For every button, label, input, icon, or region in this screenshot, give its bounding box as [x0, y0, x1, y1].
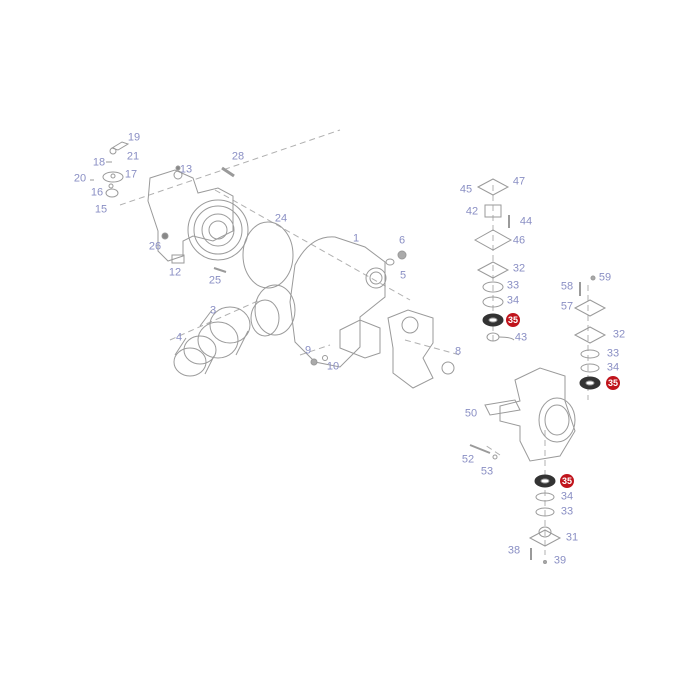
plug-9 [310, 358, 318, 366]
callout-26[interactable]: 26 [148, 240, 162, 253]
lower-kingpin-stack [528, 474, 562, 564]
callout-57[interactable]: 57 [560, 300, 574, 313]
callout-4[interactable]: 4 [175, 331, 183, 344]
callout-28[interactable]: 28 [231, 150, 245, 163]
callout-34-lower[interactable]: 34 [560, 490, 574, 503]
callout-13[interactable]: 13 [179, 163, 193, 176]
callout-33-upper[interactable]: 33 [506, 279, 520, 292]
bolt-52 [469, 444, 491, 454]
upper-kingpin-stack [473, 178, 515, 342]
oring-10 [322, 355, 328, 361]
axle-housing-left [147, 169, 249, 264]
highlight-badge-35-lower[interactable]: 35 [560, 474, 574, 488]
callout-34-right[interactable]: 34 [606, 361, 620, 374]
callout-20[interactable]: 20 [73, 172, 87, 185]
callout-19[interactable]: 19 [127, 131, 141, 144]
callout-1[interactable]: 1 [352, 232, 360, 245]
callout-9[interactable]: 9 [304, 344, 312, 357]
callout-42[interactable]: 42 [465, 205, 479, 218]
callout-38[interactable]: 38 [507, 544, 521, 557]
plug-13 [175, 165, 181, 171]
swivel-housing [387, 309, 434, 389]
callout-12[interactable]: 12 [168, 266, 182, 279]
stud-25 [213, 267, 227, 273]
plug-6 [397, 250, 407, 260]
callout-43[interactable]: 43 [514, 331, 528, 344]
callout-59[interactable]: 59 [598, 271, 612, 284]
plug-26 [161, 232, 169, 240]
bearing-cup-3 [197, 306, 251, 359]
callout-39[interactable]: 39 [553, 554, 567, 567]
callout-34-upper[interactable]: 34 [506, 294, 520, 307]
axle-housing-center [250, 236, 387, 368]
bearing-cup-4 [173, 335, 217, 377]
callout-52[interactable]: 52 [461, 453, 475, 466]
callout-16[interactable]: 16 [90, 186, 104, 199]
right-upper-stack [573, 275, 607, 390]
callout-33-right[interactable]: 33 [606, 347, 620, 360]
callout-31[interactable]: 31 [565, 531, 579, 544]
oring-5 [385, 258, 395, 266]
highlight-badge-35-upper[interactable]: 35 [506, 313, 520, 327]
callout-32-upper[interactable]: 32 [512, 262, 526, 275]
callout-24[interactable]: 24 [274, 212, 288, 225]
callout-50[interactable]: 50 [464, 407, 478, 420]
bolt-28 [221, 166, 235, 178]
callout-45[interactable]: 45 [459, 183, 473, 196]
callout-21[interactable]: 21 [126, 150, 140, 163]
callout-32-right[interactable]: 32 [612, 328, 626, 341]
highlight-badge-35-right[interactable]: 35 [606, 376, 620, 390]
callout-58[interactable]: 58 [560, 280, 574, 293]
callout-25[interactable]: 25 [208, 274, 222, 287]
callout-6[interactable]: 6 [398, 234, 406, 247]
steering-knuckle [484, 367, 576, 462]
callout-18[interactable]: 18 [92, 156, 106, 169]
callout-33-lower[interactable]: 33 [560, 505, 574, 518]
callout-3[interactable]: 3 [209, 304, 217, 317]
callout-5[interactable]: 5 [399, 269, 407, 282]
washer-53 [492, 454, 498, 460]
callout-8[interactable]: 8 [454, 345, 462, 358]
oring-24 [242, 221, 294, 289]
callout-47[interactable]: 47 [512, 175, 526, 188]
breather-parts [90, 141, 130, 198]
callout-44[interactable]: 44 [519, 215, 533, 228]
callout-15[interactable]: 15 [94, 203, 108, 216]
callout-46[interactable]: 46 [512, 234, 526, 247]
callout-53[interactable]: 53 [480, 465, 494, 478]
bush-8 [441, 361, 455, 375]
callout-17[interactable]: 17 [124, 168, 138, 181]
callout-10[interactable]: 10 [326, 360, 340, 373]
